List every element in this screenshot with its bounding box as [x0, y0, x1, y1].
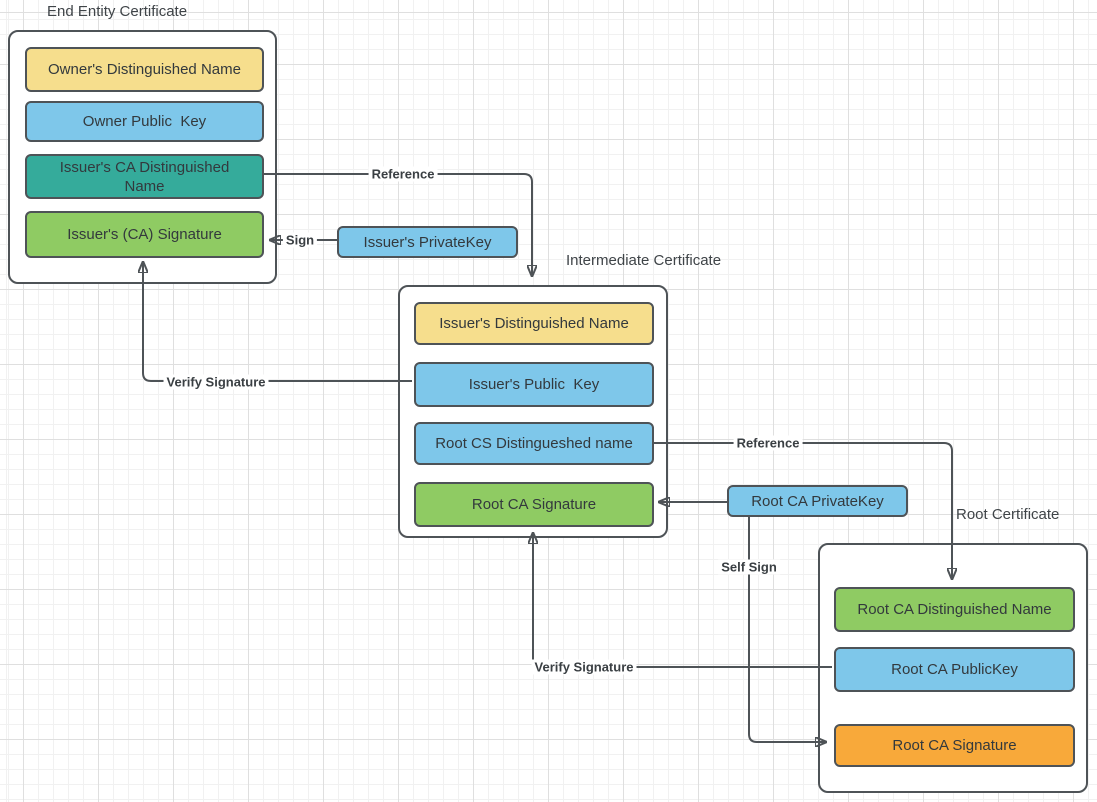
end-entity-certificate-title: End Entity Certificate — [47, 3, 188, 20]
field-label: Issuer's (CA) Signature — [67, 226, 222, 243]
field-issuers-distinguished-name: Issuer's Distinguished Name — [414, 302, 654, 345]
field-label: Root CA Distinguished Name — [857, 601, 1052, 618]
issuers-private-key-box: Issuer's PrivateKey — [337, 226, 518, 258]
field-owner-public-key: Owner Public Key — [25, 101, 264, 142]
connector-label-sign: Sign — [282, 232, 318, 248]
root-ca-private-key-box: Root CA PrivateKey — [727, 485, 908, 517]
field-label: Root CA Signature — [892, 737, 1017, 754]
field-label: Root CA PublicKey — [891, 661, 1018, 678]
end-entity-certificate-box: Owner's Distinguished Name Owner Public … — [8, 30, 277, 284]
field-label: Owner's Distinguished Name — [48, 61, 241, 78]
field-issuers-ca-distinguished-name: Issuer's CA Distinguished Name — [25, 154, 264, 199]
intermediate-certificate-box: Issuer's Distinguished Name Issuer's Pub… — [398, 285, 668, 538]
field-root-ca-signature-root: Root CA Signature — [834, 724, 1075, 767]
field-root-cs-distingueshed-name: Root CS Distingueshed name — [414, 422, 654, 465]
root-certificate-box: Root CA Distinguished Name Root CA Publi… — [818, 543, 1088, 793]
field-label: Issuer's Distinguished Name — [439, 315, 629, 332]
field-root-ca-signature-intermediate: Root CA Signature — [414, 482, 654, 527]
field-label: Issuer's CA Distinguished Name — [59, 158, 234, 195]
field-label: Issuer's Public Key — [468, 376, 600, 393]
field-label: Root CS Distingueshed name — [435, 435, 633, 452]
connector-label-reference-1: Reference — [368, 166, 438, 182]
connector-label-verify-signature-1: Verify Signature — [163, 374, 269, 390]
connector-label-verify-signature-2: Verify Signature — [531, 659, 637, 675]
edge-self-sign — [748, 517, 826, 742]
field-label: Root CA Signature — [471, 496, 597, 513]
field-label: Owner Public Key — [82, 113, 207, 130]
field-issuers-ca-signature: Issuer's (CA) Signature — [25, 211, 264, 258]
intermediate-certificate-title: Intermediate Certificate — [566, 252, 722, 269]
edge-verify-signature-root-to-intermediate — [533, 533, 832, 668]
field-root-ca-distinguished-name: Root CA Distinguished Name — [834, 587, 1075, 632]
connector-label-reference-2: Reference — [733, 435, 803, 451]
field-issuers-public-key: Issuer's Public Key — [414, 362, 654, 407]
field-root-ca-publickey: Root CA PublicKey — [834, 647, 1075, 692]
root-certificate-title: Root Certificate — [956, 506, 1060, 523]
field-owners-distinguished-name: Owner's Distinguished Name — [25, 47, 264, 92]
connector-label-self-sign: Self Sign — [718, 559, 780, 575]
edge-reference-end-entity-to-intermediate — [263, 173, 532, 276]
